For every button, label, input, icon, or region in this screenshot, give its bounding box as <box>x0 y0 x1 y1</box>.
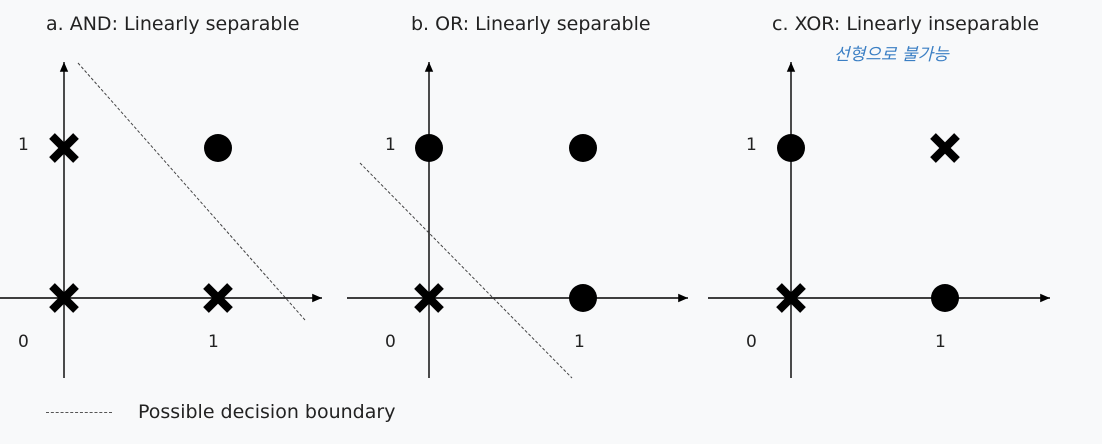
panel-c-point-0-1-circle <box>777 134 805 162</box>
panel-b-axes <box>347 62 688 379</box>
panel-b-decision-boundary <box>359 162 573 379</box>
panel-c-axes <box>708 62 1050 378</box>
data-point-markers <box>49 133 960 313</box>
panel-a-point-1-0-cross <box>203 283 233 313</box>
panel-b-x-tick-0: 0 <box>385 332 396 352</box>
panel-a-point-0-1-cross <box>49 133 79 163</box>
panel-b-x-tick-1: 1 <box>574 332 585 352</box>
panel-c-x-tick-0: 0 <box>746 332 757 352</box>
panel-a-axes <box>0 62 322 378</box>
panel-b-point-0-0-cross <box>414 283 444 313</box>
panel-a-x-tick-0: 0 <box>18 332 29 352</box>
legend-label: Possible decision boundary <box>138 401 396 423</box>
panel-c-title: c. XOR: Linearly inseparable <box>772 13 1040 35</box>
panel-a-point-0-0-cross <box>49 283 79 313</box>
handwritten-note: 선형으로 불가능 <box>834 45 949 65</box>
panel-a-y-tick-1: 1 <box>18 135 29 155</box>
panel-c-point-1-0-circle <box>931 284 959 312</box>
panel-c-x-tick-1: 1 <box>935 332 946 352</box>
panel-c-y-tick-1: 1 <box>746 135 757 155</box>
panel-b-y-tick-1: 1 <box>385 135 396 155</box>
panel-a-x-tick-1: 1 <box>208 332 219 352</box>
panel-c-point-0-0-cross <box>776 283 806 313</box>
panel-a-point-1-1-circle <box>204 134 232 162</box>
panel-a-decision-boundary <box>77 62 306 321</box>
panel-b-point-0-1-circle <box>415 134 443 162</box>
panel-b-title: b. OR: Linearly separable <box>411 13 651 35</box>
panel-a-title: a. AND: Linearly separable <box>46 13 300 35</box>
legend: Possible decision boundary <box>46 400 446 424</box>
panel-b-point-1-1-circle <box>569 134 597 162</box>
legend-dashed-line <box>46 412 112 413</box>
panel-b-point-1-0-circle <box>569 284 597 312</box>
panel-c-point-1-1-cross <box>930 133 960 163</box>
